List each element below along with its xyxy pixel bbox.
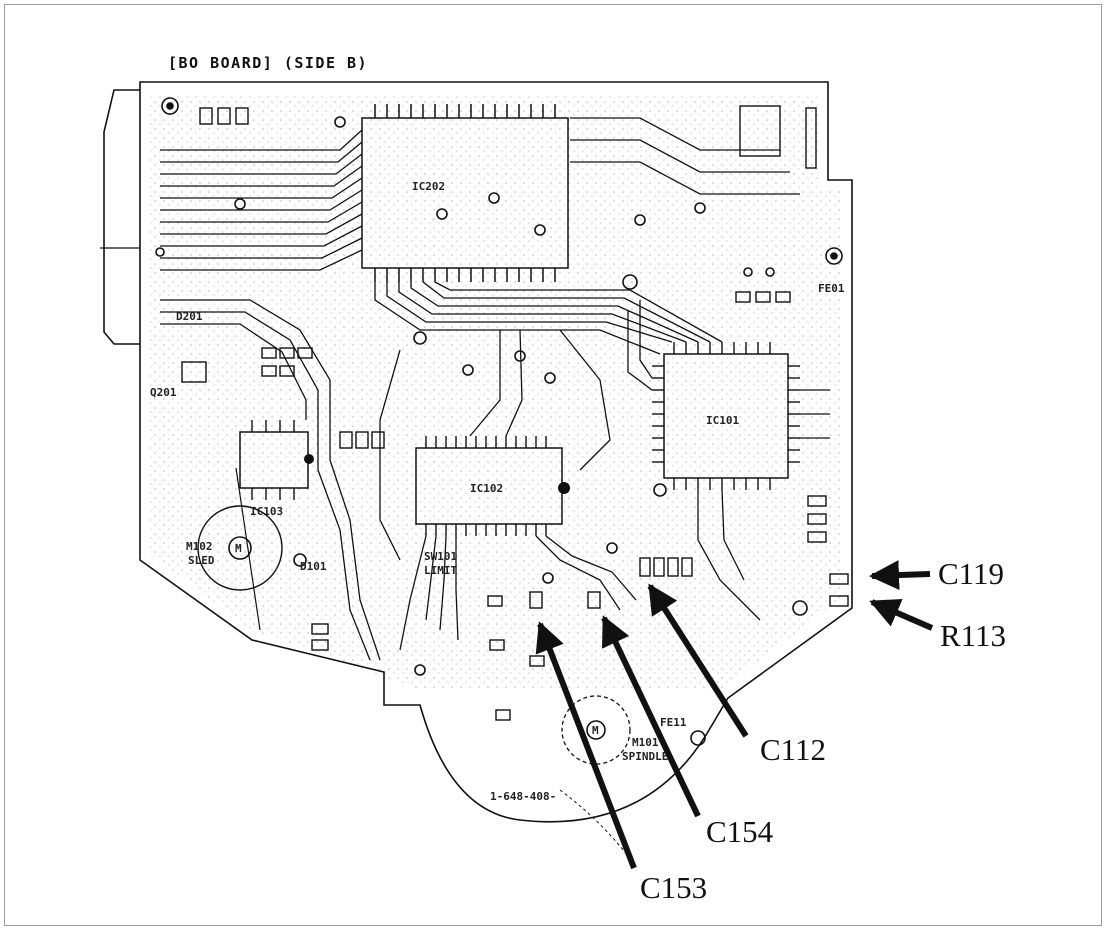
callout-c112: C112	[760, 732, 826, 767]
callout-c154: C154	[706, 814, 774, 849]
traces	[160, 117, 830, 661]
fe11-label: FE11	[660, 716, 687, 729]
ic103: IC103	[239, 420, 314, 518]
fe01-label: FE01	[818, 282, 845, 295]
sw101-label: SW101	[424, 550, 457, 563]
limit-label: LIMIT	[424, 564, 457, 577]
arrow-c112	[647, 583, 749, 738]
q201-label: Q201	[150, 386, 177, 399]
svg-text:IC102: IC102	[470, 482, 503, 495]
svg-text:SLED: SLED	[188, 554, 215, 567]
arrow-c154	[601, 615, 701, 818]
callout-c153: C153	[640, 870, 707, 905]
d201-label: D201	[176, 310, 203, 323]
ic101: IC101	[652, 342, 800, 490]
sled-motor: M M102 SLED	[186, 467, 283, 631]
component-pads	[181, 105, 849, 721]
svg-text:IC103: IC103	[250, 505, 283, 518]
callout-r113: R113	[940, 618, 1006, 653]
d101-label: D101	[300, 560, 327, 573]
image-frame	[4, 4, 1102, 926]
arrow-c153	[535, 621, 637, 870]
ic102: IC102	[415, 436, 570, 536]
svg-text:M102: M102	[186, 540, 213, 553]
part-number: 1-648-408-	[490, 790, 556, 803]
svg-text:M: M	[235, 542, 242, 555]
vias	[155, 97, 843, 746]
board-title: [BO BOARD] (SIDE B)	[168, 54, 368, 72]
callout-c119: C119	[938, 556, 1004, 591]
ic202: IC202	[361, 104, 569, 282]
svg-text:M: M	[592, 724, 599, 737]
svg-text:IC101: IC101	[706, 414, 739, 427]
svg-text:IC202: IC202	[412, 180, 445, 193]
arrow-c119	[869, 560, 931, 591]
edge-connector	[103, 89, 140, 345]
svg-text:M101: M101	[632, 736, 659, 749]
spindle-motor: M M101 SPINDLE	[561, 695, 668, 765]
arrow-r113	[869, 598, 934, 631]
callout-arrows	[535, 560, 934, 870]
svg-text:SPINDLE: SPINDLE	[622, 750, 668, 763]
